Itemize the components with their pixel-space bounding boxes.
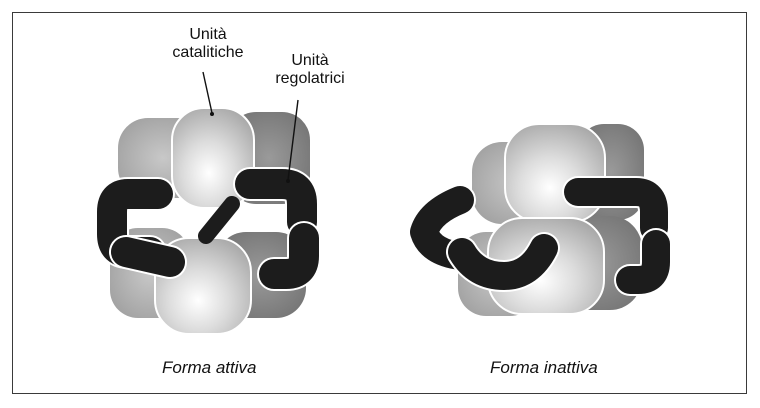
inactive-form <box>424 124 656 316</box>
inactive-form-caption: Forma inattiva <box>490 358 598 378</box>
regulatory-units-label: Unità regolatrici <box>262 52 358 88</box>
catalytic-leader-dot <box>210 112 214 116</box>
catalytic-label-line1: Unità <box>160 26 256 44</box>
regulatory-subunit <box>126 252 170 262</box>
regulatory-label-line2: regolatrici <box>262 70 358 88</box>
active-form-caption: Forma attiva <box>162 358 256 378</box>
active-form <box>110 72 310 334</box>
regulatory-leader-dot <box>286 179 290 183</box>
regulatory-label-line1: Unità <box>262 52 358 70</box>
catalytic-leader-line <box>203 72 212 113</box>
catalytic-units-label: Unità catalitiche <box>160 26 256 62</box>
catalytic-label-line2: catalitiche <box>160 44 256 62</box>
